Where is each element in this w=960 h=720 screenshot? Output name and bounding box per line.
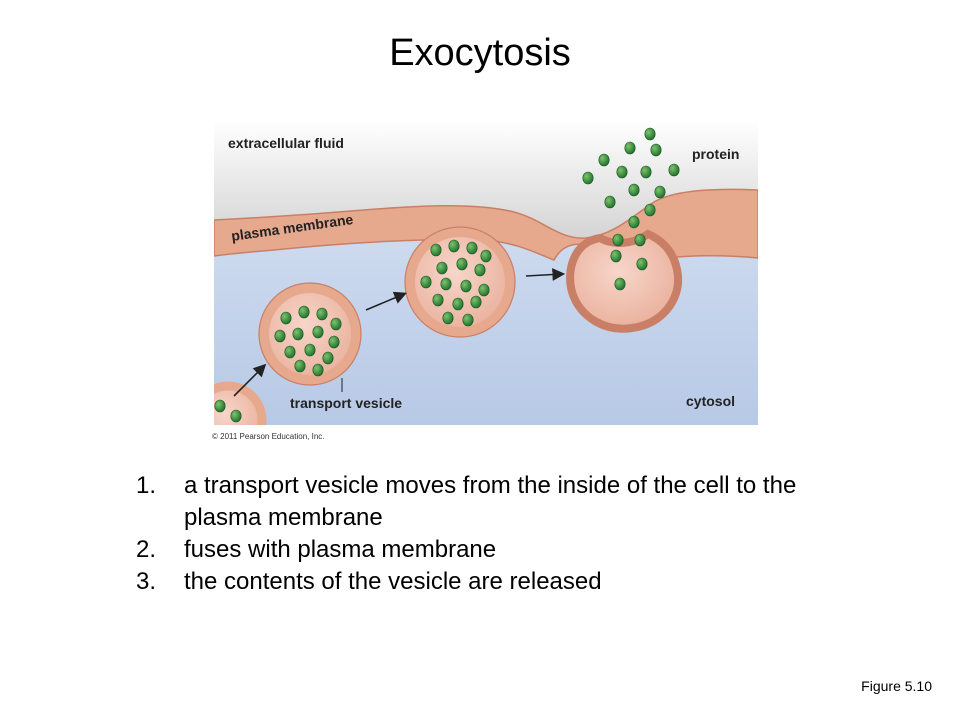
- protein-particle: [650, 143, 662, 157]
- protein-particle: [640, 165, 652, 179]
- protein-particle: [436, 261, 448, 275]
- protein-particle: [628, 215, 640, 229]
- label-extracellular-fluid: extracellular fluid: [228, 135, 344, 151]
- protein-particle: [294, 359, 306, 373]
- label-transport-vesicle: transport vesicle: [290, 395, 402, 411]
- step-item: 3. the contents of the vesicle are relea…: [136, 566, 876, 598]
- protein-particle: [654, 185, 666, 199]
- protein-particle: [432, 293, 444, 307]
- protein-particle: [430, 243, 442, 257]
- step-number: 2.: [136, 536, 157, 563]
- protein-particle: [604, 195, 616, 209]
- protein-particle: [284, 345, 296, 359]
- protein-particle: [456, 257, 468, 271]
- arrow-2: [365, 291, 407, 311]
- step-text: fuses with plasma membrane: [184, 536, 497, 563]
- protein-particle: [598, 153, 610, 167]
- protein-particle: [448, 239, 460, 253]
- protein-particle: [420, 275, 432, 289]
- step-number: 3.: [136, 568, 157, 595]
- step-text: the contents of the vesicle are released: [184, 568, 602, 595]
- slide-title: Exocytosis: [389, 32, 571, 74]
- protein-particle: [214, 399, 226, 413]
- protein-particle: [462, 313, 474, 327]
- protein-particle: [442, 311, 454, 325]
- protein-particle: [466, 241, 478, 255]
- steps-list: 1. a transport vesicle moves from the in…: [136, 470, 876, 598]
- protein-particle: [312, 325, 324, 339]
- protein-particle: [582, 171, 594, 185]
- protein-particle: [616, 165, 628, 179]
- step-number: 1.: [136, 472, 157, 499]
- protein-particle: [280, 311, 292, 325]
- protein-particle: [470, 295, 482, 309]
- protein-particle: [610, 249, 622, 263]
- protein-particle: [480, 249, 492, 263]
- protein-particle: [274, 329, 286, 343]
- protein-particle: [452, 297, 464, 311]
- protein-particle: [628, 183, 640, 197]
- extracellular-region: [214, 120, 758, 239]
- arrow-3: [525, 268, 566, 281]
- protein-particle: [624, 141, 636, 155]
- incoming-vesicle: [214, 381, 267, 425]
- protein-particle: [644, 127, 656, 141]
- protein-particle: [478, 283, 490, 297]
- protein-particle: [328, 335, 340, 349]
- protein-particle: [230, 409, 242, 423]
- protein-particle: [330, 317, 342, 331]
- protein-group: [214, 127, 680, 423]
- protein-particle: [460, 279, 472, 293]
- protein-particle: [322, 351, 334, 365]
- protein-particle: [474, 263, 486, 277]
- protein-particle: [292, 327, 304, 341]
- protein-particle: [304, 343, 316, 357]
- label-cytosol: cytosol: [686, 393, 735, 409]
- exocytosis-diagram: extracellular fluid protein plasma membr…: [214, 120, 758, 425]
- step-text: a transport vesicle moves from the insid…: [184, 472, 797, 531]
- protein-particle: [440, 277, 452, 291]
- label-protein: protein: [692, 146, 739, 162]
- protein-particle: [612, 233, 624, 247]
- protein-particle: [298, 305, 310, 319]
- arrow-1: [233, 363, 267, 397]
- protein-particle: [636, 257, 648, 271]
- protein-particle: [316, 307, 328, 321]
- protein-particle: [634, 233, 646, 247]
- step-item: 1. a transport vesicle moves from the in…: [136, 470, 876, 534]
- step-item: 2. fuses with plasma membrane: [136, 534, 876, 566]
- copyright-notice: © 2011 Pearson Education, Inc.: [212, 432, 325, 441]
- protein-particle: [312, 363, 324, 377]
- protein-particle: [614, 277, 626, 291]
- figure-number: Figure 5.10: [861, 678, 932, 694]
- protein-particle: [668, 163, 680, 177]
- protein-particle: [644, 203, 656, 217]
